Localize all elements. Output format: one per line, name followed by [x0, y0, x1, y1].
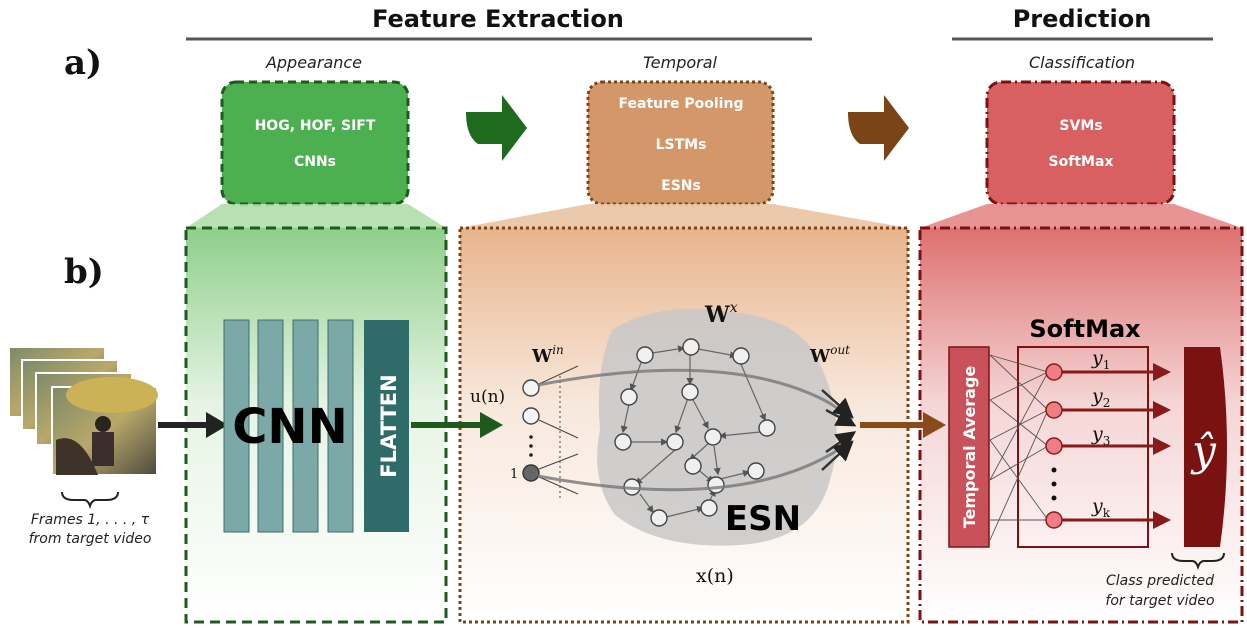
esn-nodes — [614, 338, 776, 527]
prediction-output — [1184, 347, 1227, 547]
arrow-flatten-to-esn-head — [480, 412, 503, 438]
prediction-caption-line1: Class predicted — [1106, 573, 1214, 589]
orange-projection — [460, 204, 908, 228]
prediction-label: ŷ — [1190, 426, 1217, 475]
output-y1-base: y — [1091, 347, 1103, 369]
temporal-average-bar — [948, 346, 990, 548]
flatten-label: FLATTEN — [377, 374, 401, 477]
output-y2: y2 — [1091, 385, 1110, 410]
w-x-label: Wx — [704, 300, 738, 328]
cnn-layers — [223, 319, 354, 533]
classification-box — [985, 80, 1176, 206]
esn-readout-arrows — [821, 389, 857, 471]
output-y1-sub: 1 — [1103, 358, 1111, 372]
red-projection — [920, 204, 1242, 228]
esn-input-nodes — [522, 379, 540, 482]
arrow-esn-to-softmax-head — [923, 412, 946, 438]
green-projection — [186, 204, 446, 228]
appearance-item-2: CNNs — [294, 154, 336, 170]
output-yk-sub: k — [1103, 506, 1111, 520]
video-frames — [8, 346, 158, 476]
w-out-sup: out — [830, 343, 850, 357]
arrow-temporal-to-classification-icon — [848, 95, 909, 161]
softmax-ellipsis — [1051, 467, 1057, 501]
classification-item-1: SVMs — [1059, 118, 1102, 134]
row-label-a: a) — [64, 43, 102, 83]
x-n-label: x(n) — [696, 565, 734, 587]
frames-caption-line2: from target video — [29, 531, 152, 547]
row-label-b: b) — [64, 252, 104, 292]
w-out-base: W — [809, 346, 831, 367]
output-y2-base: y — [1091, 385, 1103, 407]
softmax-connections — [989, 354, 1049, 541]
output-y3: y3 — [1091, 423, 1110, 448]
temporal-item-1: Feature Pooling — [619, 96, 744, 112]
frames-caption-line1: Frames 1, . . . , τ — [31, 512, 150, 528]
esn-reservoir — [597, 308, 837, 546]
w-x-base: W — [704, 302, 730, 328]
w-x-sup: x — [730, 300, 738, 316]
w-in-label: Win — [531, 343, 564, 367]
temporal-average-label: Temporal Average — [960, 366, 979, 529]
classification-title: Classification — [1029, 53, 1135, 72]
header-prediction: Prediction — [1013, 5, 1152, 33]
w-in-sup: in — [552, 343, 564, 357]
output-y2-sub: 2 — [1103, 396, 1111, 410]
prediction-caption-line2: for target video — [1105, 593, 1214, 609]
softmax-output-arrows — [1062, 363, 1171, 529]
output-y3-base: y — [1091, 423, 1103, 445]
appearance-box — [220, 80, 410, 206]
softmax-nodes — [1045, 363, 1063, 529]
output-y3-sub: 3 — [1103, 434, 1111, 448]
appearance-title: Appearance — [265, 53, 362, 72]
temporal-item-2: LSTMs — [656, 137, 707, 153]
softmax-title: SoftMax — [1029, 315, 1141, 343]
output-y1: y1 — [1091, 347, 1110, 372]
appearance-item-1: HOG, HOF, SIFT — [255, 118, 376, 134]
u-n-label: u(n) — [470, 387, 505, 407]
output-yk: yk — [1091, 495, 1111, 520]
classification-item-2: SoftMax — [1049, 154, 1114, 170]
temporal-item-3: ESNs — [661, 178, 701, 194]
flatten-layer — [364, 320, 409, 532]
bias-label: 1 — [510, 467, 518, 482]
output-yk-base: y — [1091, 495, 1103, 517]
temporal-title: Temporal — [643, 53, 718, 72]
w-in-base: W — [531, 346, 553, 367]
frames-brace-icon — [61, 491, 119, 510]
header-feature-extraction: Feature Extraction — [372, 5, 624, 33]
arrow-frames-to-cnn-head — [206, 412, 228, 438]
esn-label: ESN — [725, 499, 801, 539]
cnn-label: CNN — [232, 399, 348, 455]
prediction-brace-icon — [1171, 552, 1225, 571]
w-out-label: Wout — [809, 343, 850, 367]
arrow-appearance-to-temporal-icon — [466, 95, 527, 161]
esn-input-edges — [538, 365, 579, 500]
